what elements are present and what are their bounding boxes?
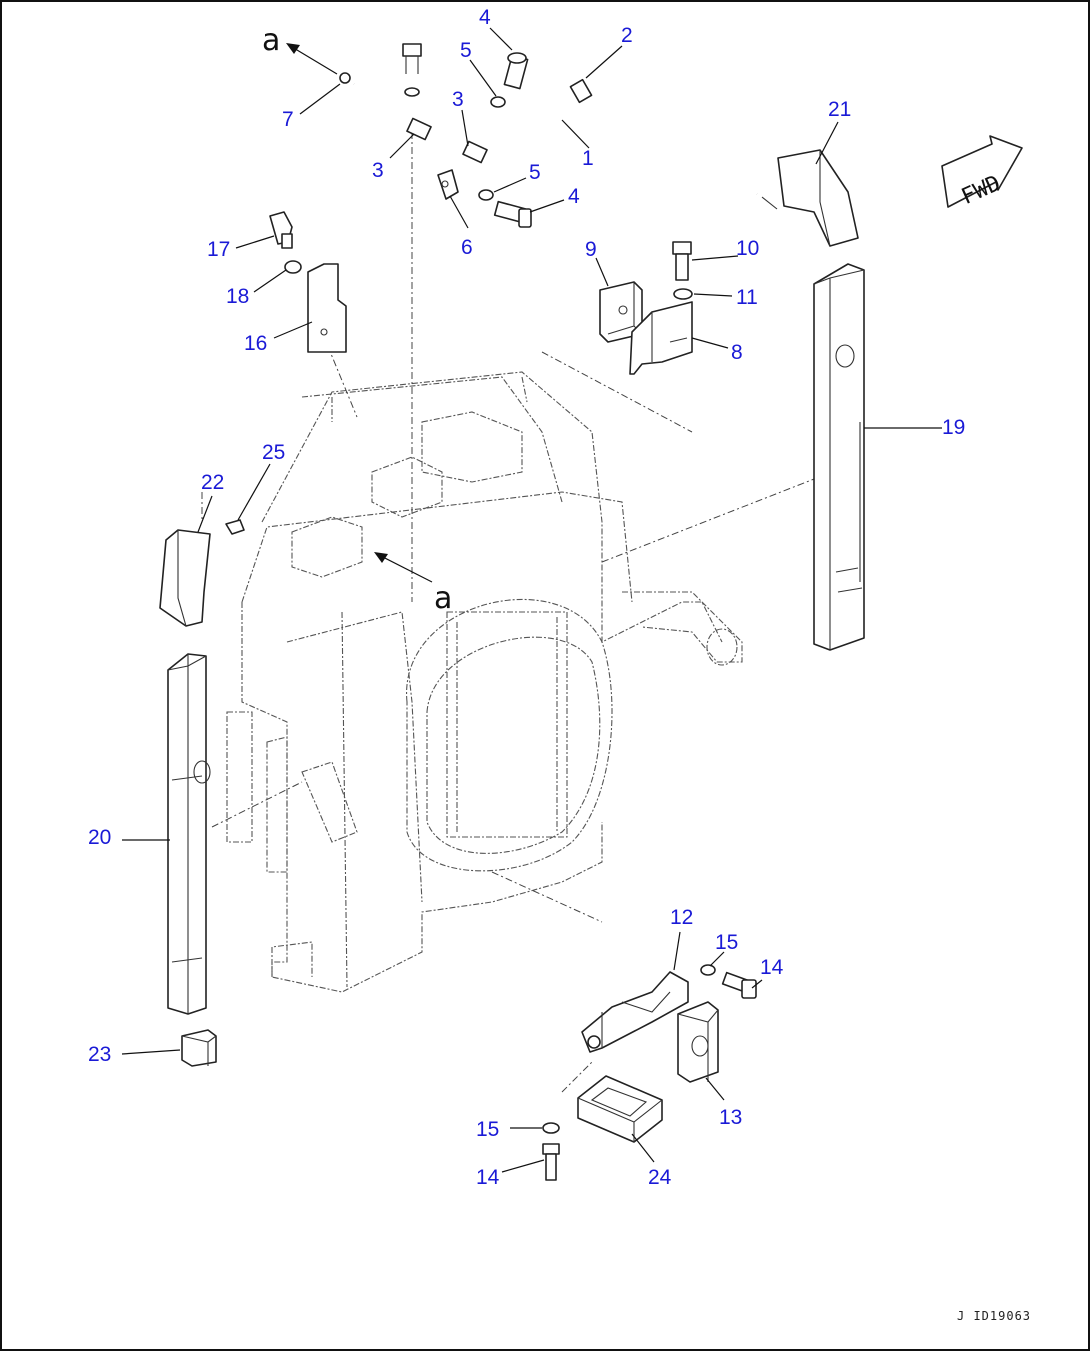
callout-4-lower: 4 [568, 185, 580, 208]
center-lines [201, 102, 833, 1093]
callout-20: 20 [88, 826, 111, 849]
radiator-frame [226, 371, 743, 993]
stay-rod-assembly [339, 72, 778, 210]
callout-5-upper: 5 [460, 39, 472, 62]
callout-9: 9 [585, 238, 597, 261]
upper-parts [307, 135, 1023, 375]
callout-15-right: 15 [715, 931, 738, 954]
callout-21: 21 [828, 98, 851, 121]
lower-parts [542, 964, 757, 1181]
callout-15-lower: 15 [476, 1118, 499, 1141]
drawing-number: J ID19063 [957, 1309, 1031, 1323]
callout-18: 18 [226, 285, 249, 308]
callout-22: 22 [201, 471, 224, 494]
callout-7: 7 [282, 108, 294, 131]
callout-12: 12 [670, 906, 693, 929]
callout-2: 2 [621, 24, 633, 47]
reference-mark-center: a [434, 581, 452, 616]
callout-23: 23 [88, 1043, 111, 1066]
callout-1: 1 [582, 147, 594, 170]
callout-8: 8 [731, 341, 743, 364]
seal-20 [167, 653, 211, 1015]
block-23 [181, 1029, 217, 1067]
callout-3-lower: 3 [372, 159, 384, 182]
callout-24: 24 [648, 1166, 672, 1189]
callout-16: 16 [244, 332, 267, 355]
leader-lines [121, 27, 942, 1173]
reference-mark-top: a [262, 23, 280, 58]
callout-13: 13 [719, 1106, 742, 1129]
clip-25 [225, 519, 245, 535]
seal-19 [813, 263, 865, 651]
fasteners-top [269, 43, 693, 300]
callout-11: 11 [736, 286, 758, 309]
reference-arrows [286, 43, 433, 583]
callout-10: 10 [736, 237, 759, 260]
callout-3-upper: 3 [452, 88, 464, 111]
callout-5-lower: 5 [529, 161, 541, 184]
seal-22 [159, 529, 211, 627]
callout-25: 25 [262, 441, 285, 464]
callout-14-lower: 14 [476, 1166, 500, 1189]
callout-14-right: 14 [760, 956, 784, 979]
callout-6: 6 [461, 236, 473, 259]
callout-19: 19 [942, 416, 965, 439]
callout-4-upper: 4 [479, 6, 491, 29]
callout-17: 17 [207, 238, 230, 261]
callout-labels: 1 2 3 3 4 4 5 5 6 7 8 9 10 11 12 13 14 1… [88, 6, 965, 1189]
